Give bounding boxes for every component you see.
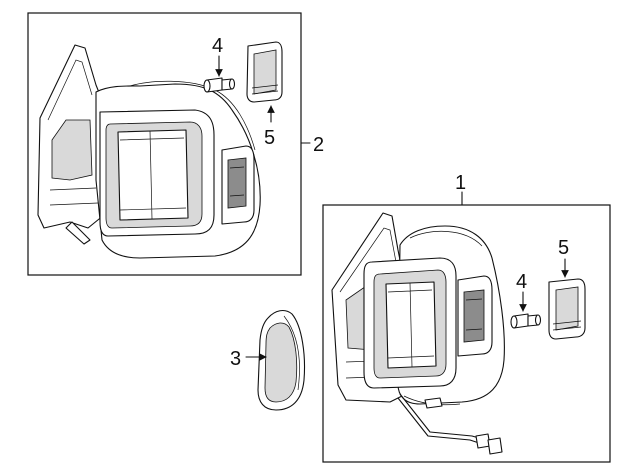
top-assembly-frame: [27, 12, 302, 276]
mirror-assembly-top: [37, 44, 261, 259]
callout-3: 3: [230, 348, 241, 370]
mirror-assembly-bottom: [331, 212, 505, 455]
bulb-part-4-bottom: [510, 313, 542, 329]
callout-5-bottom: 5: [558, 237, 569, 259]
mirror-glass-part-3: [257, 309, 305, 411]
bulb-part-4-top: [203, 77, 236, 93]
callout-4-top: 4: [212, 35, 223, 57]
lens-part-5-bottom: [548, 278, 586, 340]
callout-4-bottom: 4: [516, 271, 527, 293]
callout-2: 2: [313, 134, 324, 156]
callout-5-top: 5: [264, 127, 275, 149]
bottom-assembly-frame: [322, 204, 611, 463]
lens-part-5-top: [246, 41, 283, 103]
callout-1: 1: [455, 172, 466, 194]
